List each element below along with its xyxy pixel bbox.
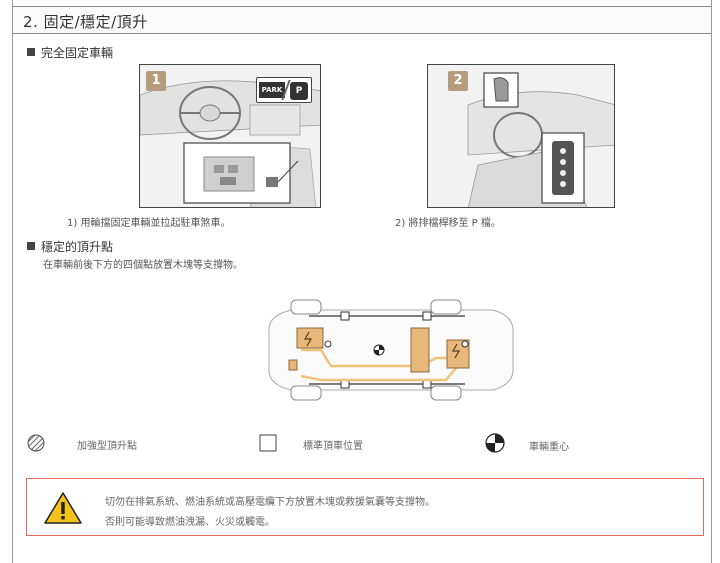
warning-line-1: 切勿在排氣系統、燃油系統或高壓電纜下方放置木塊或救援氣囊等支撐物。 <box>105 497 435 508</box>
bullet-square-icon <box>27 48 35 56</box>
photo-shift-lever: 2 <box>427 64 615 208</box>
p-brake-label: P <box>290 82 308 100</box>
warning-line-2: 否則可能導致燃油洩漏、火災或觸電。 <box>105 517 275 528</box>
step-badge: 2 <box>448 71 468 91</box>
high-voltage-icon <box>303 331 313 347</box>
section2-description: 在車輛前後下方的四個點放置木塊等支撐物。 <box>43 260 243 271</box>
step-badge: 1 <box>146 71 166 91</box>
park-label: PARK <box>259 82 285 98</box>
park-indicator: PARK P <box>256 77 312 103</box>
center-of-gravity-icon <box>485 433 505 453</box>
square-icon <box>259 434 277 452</box>
dashboard-illustration <box>140 65 320 207</box>
high-voltage-icon <box>451 343 461 359</box>
photo-parking-brake: 1 PARK P <box>139 64 321 208</box>
section-heading-secure: 完全固定車輛 <box>27 44 113 61</box>
page-title: 2. 固定/穩定/頂升 <box>23 13 148 31</box>
underbody-diagram <box>268 299 514 401</box>
step1-caption: 1) 用輪擋固定車輛並拉起駐車煞車。 <box>67 218 231 229</box>
warning-icon <box>44 492 82 524</box>
step2-caption: 2) 將排檔桿移至 P 檔。 <box>395 218 501 229</box>
manual-page: 2. 固定/穩定/頂升 完全固定車輛 1 PARK P <box>12 0 712 563</box>
bullet-square-icon <box>27 242 35 250</box>
cabin-illustration <box>428 65 614 207</box>
warning-box: 切勿在排氣系統、燃油系統或高壓電纜下方放置木塊或救援氣囊等支撐物。 否則可能導致… <box>26 478 704 536</box>
hatched-circle-icon <box>27 434 45 452</box>
header-bar: 2. 固定/穩定/頂升 <box>13 6 711 34</box>
section-heading-jacking: 穩定的頂升點 <box>27 238 113 255</box>
